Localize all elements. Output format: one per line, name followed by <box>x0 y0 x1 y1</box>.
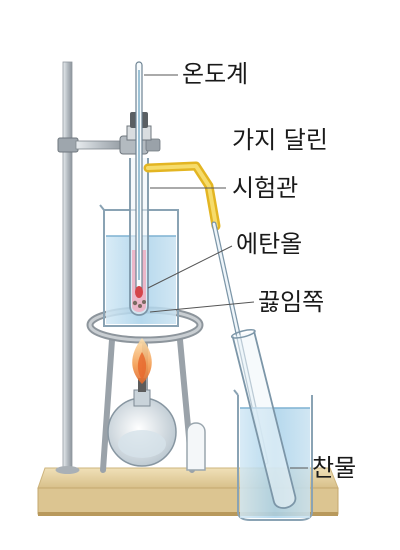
label-cold-water: 찬물 <box>312 454 357 482</box>
rubber-tube <box>143 161 221 231</box>
retort-stand <box>55 61 80 474</box>
thermometer <box>135 61 143 298</box>
boiling-chips <box>132 300 146 308</box>
leader-lines <box>144 74 308 469</box>
collecting-test-tube <box>230 329 297 509</box>
label-side-arm-line1: 가지 달린 <box>232 126 328 154</box>
flame <box>132 338 152 384</box>
lamp-cap <box>186 422 206 471</box>
label-ethanol: 에탄올 <box>236 230 303 258</box>
label-side-arm-line2: 시험관 <box>232 174 299 202</box>
alcohol-lamp <box>107 378 177 467</box>
label-thermometer: 온도계 <box>182 60 249 88</box>
label-boiling-chip: 끓임쪽 <box>258 288 325 316</box>
